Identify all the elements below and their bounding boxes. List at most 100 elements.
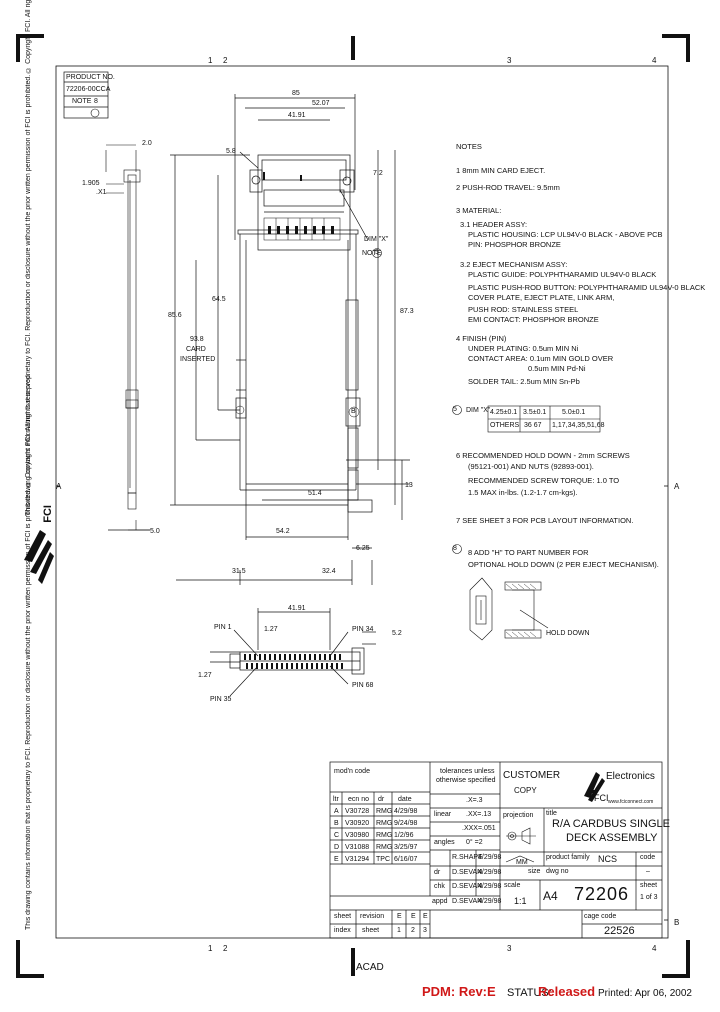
note-line-11: PUSH ROD: STAINLESS STEEL [468,305,579,314]
sign-row-4-role: appd [432,898,448,905]
note2-line-5: 7 SEE SHEET 3 FOR PCB LAYOUT INFORMATION… [456,516,634,525]
rev-c-date: 1/2/96 [394,832,414,839]
sign-row-4-date: 4/29/98 [478,898,502,905]
cage-code-value: 22526 [604,925,635,937]
pin-35-label: PIN 35 [210,696,232,703]
printed-date: Printed: Apr 06, 2002 [598,988,692,999]
dim-table-row-label: OTHERS [490,422,520,429]
note-line-2: 2 PUSH-ROD TRAVEL: 9.5mm [456,183,560,192]
rev-index-sheet-label: sheet [334,913,352,920]
projection-label: projection [503,812,534,819]
hold-down-label: HOLD DOWN [546,630,590,637]
dim-13: 13 [405,482,413,489]
note-line-8: PLASTIC GUIDE: POLYPHTHARAMID UL94V-0 BL… [468,270,657,279]
product-no-value: 72206-00CCA [66,86,111,93]
rev-header-ltr: ltr [333,796,339,803]
note2-line-6: 8 ADD "H" TO PART NUMBER FOR [468,548,589,557]
company-name: Electronics [606,771,655,782]
rev-index-rev-3: E [423,913,428,920]
dim-table-h2: 3.5±0.1 [523,409,547,416]
sheet-label: sheet [640,882,658,889]
mod-code-label: mod'n code [334,768,370,775]
rev-a-ecn: V30728 [345,808,370,815]
dim-2-0: 2.0 [142,140,152,147]
sheet-value: 1 of 3 [640,894,658,901]
rev-index-sheet-3: 3 [423,927,427,934]
drawing-title-2: DECK ASSEMBLY [566,832,658,844]
tol-row-4-val: 0° =2 [466,839,483,846]
rev-b-date: 9/24/98 [394,820,418,827]
dim-1-905-tol: .X1 [96,189,107,196]
tol-row-4-label: angles [434,839,455,846]
rev-e-date: 6/16/07 [394,856,418,863]
rev-header-dr: dr [378,796,385,803]
dim-table-v2: 36 67 [524,422,542,429]
status-label: STATUS: [507,987,552,999]
sign-row-3-date: 4/29/98 [478,883,502,890]
dim-card: CARD [186,346,206,353]
rev-d-ltr: D [334,844,340,851]
acad-label: ACAD [356,962,384,973]
tol-row-3-val: .XXX=.051 [462,825,496,832]
note2-line-3: RECOMMENDED SCREW TORQUE: 1.0 TO [468,476,620,485]
code-label: code [640,854,656,861]
note2-line-2: (95121-001) AND NUTS (92893-001). [468,462,594,471]
status-value: Released [538,984,596,999]
dim-41-91-bottom: 41.91 [288,605,306,612]
dim-52-07: 52.07 [312,100,330,107]
dim-x-note: NOTE [362,250,382,257]
dim-x-label: DIM "X" [364,236,389,243]
cage-code-label: cage code [584,913,617,920]
dwg-no-label: dwg no [546,868,569,875]
rev-index-revision-label: revision [360,913,385,920]
dim-5-2: 5.2 [392,630,402,637]
note-line-17: SOLDER TAIL: 2.5um MIN Sn-Pb [468,377,580,386]
sign-row-1-name: R.SHAPE [452,854,483,861]
note2-line-7: OPTIONAL HOLD DOWN (2 PER EJECT MECHANIS… [468,560,659,569]
dim-5-8: 5.8 [226,148,236,155]
copyright-text-2: This drawing contains information that i… [25,373,32,930]
dim-54-2: 54.2 [276,528,290,535]
note-ref-8-mark: 8 [453,545,457,552]
sign-row-3-role: chk [434,883,445,890]
grid-top-2: 2 [223,56,228,65]
grid-bottom-4: 4 [652,944,657,953]
title-label: title [546,810,557,817]
product-family-value: NCS [598,854,618,864]
note-line-6: PIN: PHOSPHOR BRONZE [468,240,561,249]
note2-line-4: 1.5 MAX in-lbs. (1.2-1.7 cm-kgs). [468,488,578,497]
grid-top-4: 4 [652,56,657,65]
rev-d-ecn: V31088 [345,844,370,851]
notes-title: NOTES [456,142,482,151]
rev-index-index-label: index [334,927,351,934]
dim-64-5: 64.5 [212,296,226,303]
eject-b-mark: B [351,408,356,415]
pin-68-label: PIN 68 [352,682,374,689]
tol-row-2-val: .XX=.13 [466,811,492,818]
grid-top-3: 3 [507,56,512,65]
dim-1-27-a: 1.27 [264,626,278,633]
dim-1-27-b: 1.27 [198,672,212,679]
drawing-number: 72206 [574,884,630,904]
dim-1-905: 1.905 [82,180,100,187]
rev-b-dr: RMG [376,820,393,827]
dim-table-h3: 5.0±0.1 [562,409,586,416]
note-line-7: 3.2 EJECT MECHANISM ASSY: [460,260,568,269]
size-value: A4 [543,889,558,903]
website: www.fciconnect.com [608,799,654,805]
rev-index-rev-2: E [411,913,416,920]
rev-c-ltr: C [334,832,340,839]
size-label: size [528,868,541,875]
tolerances-label-2: otherwise specified [436,777,496,784]
units-mm: MM [516,859,528,866]
rev-header-date: date [398,796,412,803]
note-line-1: 1 8mm MIN CARD EJECT. [456,166,546,175]
rev-e-ltr: E [334,856,339,863]
note-line-12: EMI CONTACT: PHOSPHOR BRONZE [468,315,599,324]
grid-right-b: B [674,918,680,927]
copy-label: COPY [514,786,537,795]
dim-41-91: 41.91 [288,112,306,119]
note-ref-5-mark: 5 [453,406,457,413]
note-line-9: PLASTIC PUSH-ROD BUTTON: POLYPHTHARAMID … [468,283,706,292]
note-line-5: PLASTIC HOUSING: LCP UL94V-0 BLACK - ABO… [468,230,663,239]
